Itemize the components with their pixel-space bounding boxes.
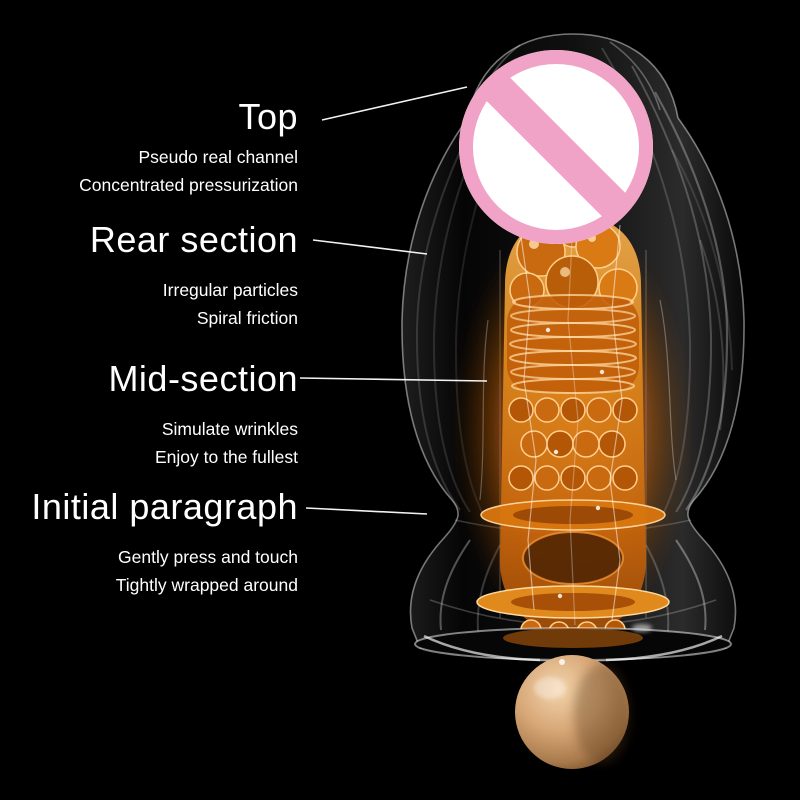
inner-core bbox=[451, 215, 695, 645]
core-beads bbox=[508, 397, 638, 491]
label-title: Initial paragraph bbox=[31, 486, 298, 527]
callout-label-top: Top Pseudo real channel Concentrated pre… bbox=[79, 97, 298, 199]
label-subline: Enjoy to the fullest bbox=[155, 446, 298, 467]
product-ball bbox=[515, 655, 630, 769]
lube-streaks bbox=[479, 219, 677, 626]
callout-label-initial: Initial paragraph Gently press and touch… bbox=[31, 487, 298, 599]
label-subline: Simulate wrinkles bbox=[161, 418, 298, 439]
label-subline: Concentrated pressurization bbox=[79, 174, 298, 195]
label-title: Rear section bbox=[89, 219, 298, 260]
label-subline: Irregular particles bbox=[162, 279, 298, 300]
label-subline: Tightly wrapped around bbox=[115, 574, 298, 595]
callout-label-rear: Rear section Irregular particles Spiral … bbox=[90, 220, 298, 332]
label-subline: Pseudo real channel bbox=[138, 146, 298, 167]
label-subline: Spiral friction bbox=[196, 307, 298, 328]
label-subline: Gently press and touch bbox=[118, 546, 298, 567]
label-title: Mid-section bbox=[108, 358, 298, 399]
label-title: Top bbox=[238, 96, 298, 137]
callout-label-mid: Mid-section Simulate wrinkles Enjoy to t… bbox=[108, 359, 298, 471]
core-ribs bbox=[507, 294, 639, 394]
prohibition-icon bbox=[459, 50, 653, 244]
